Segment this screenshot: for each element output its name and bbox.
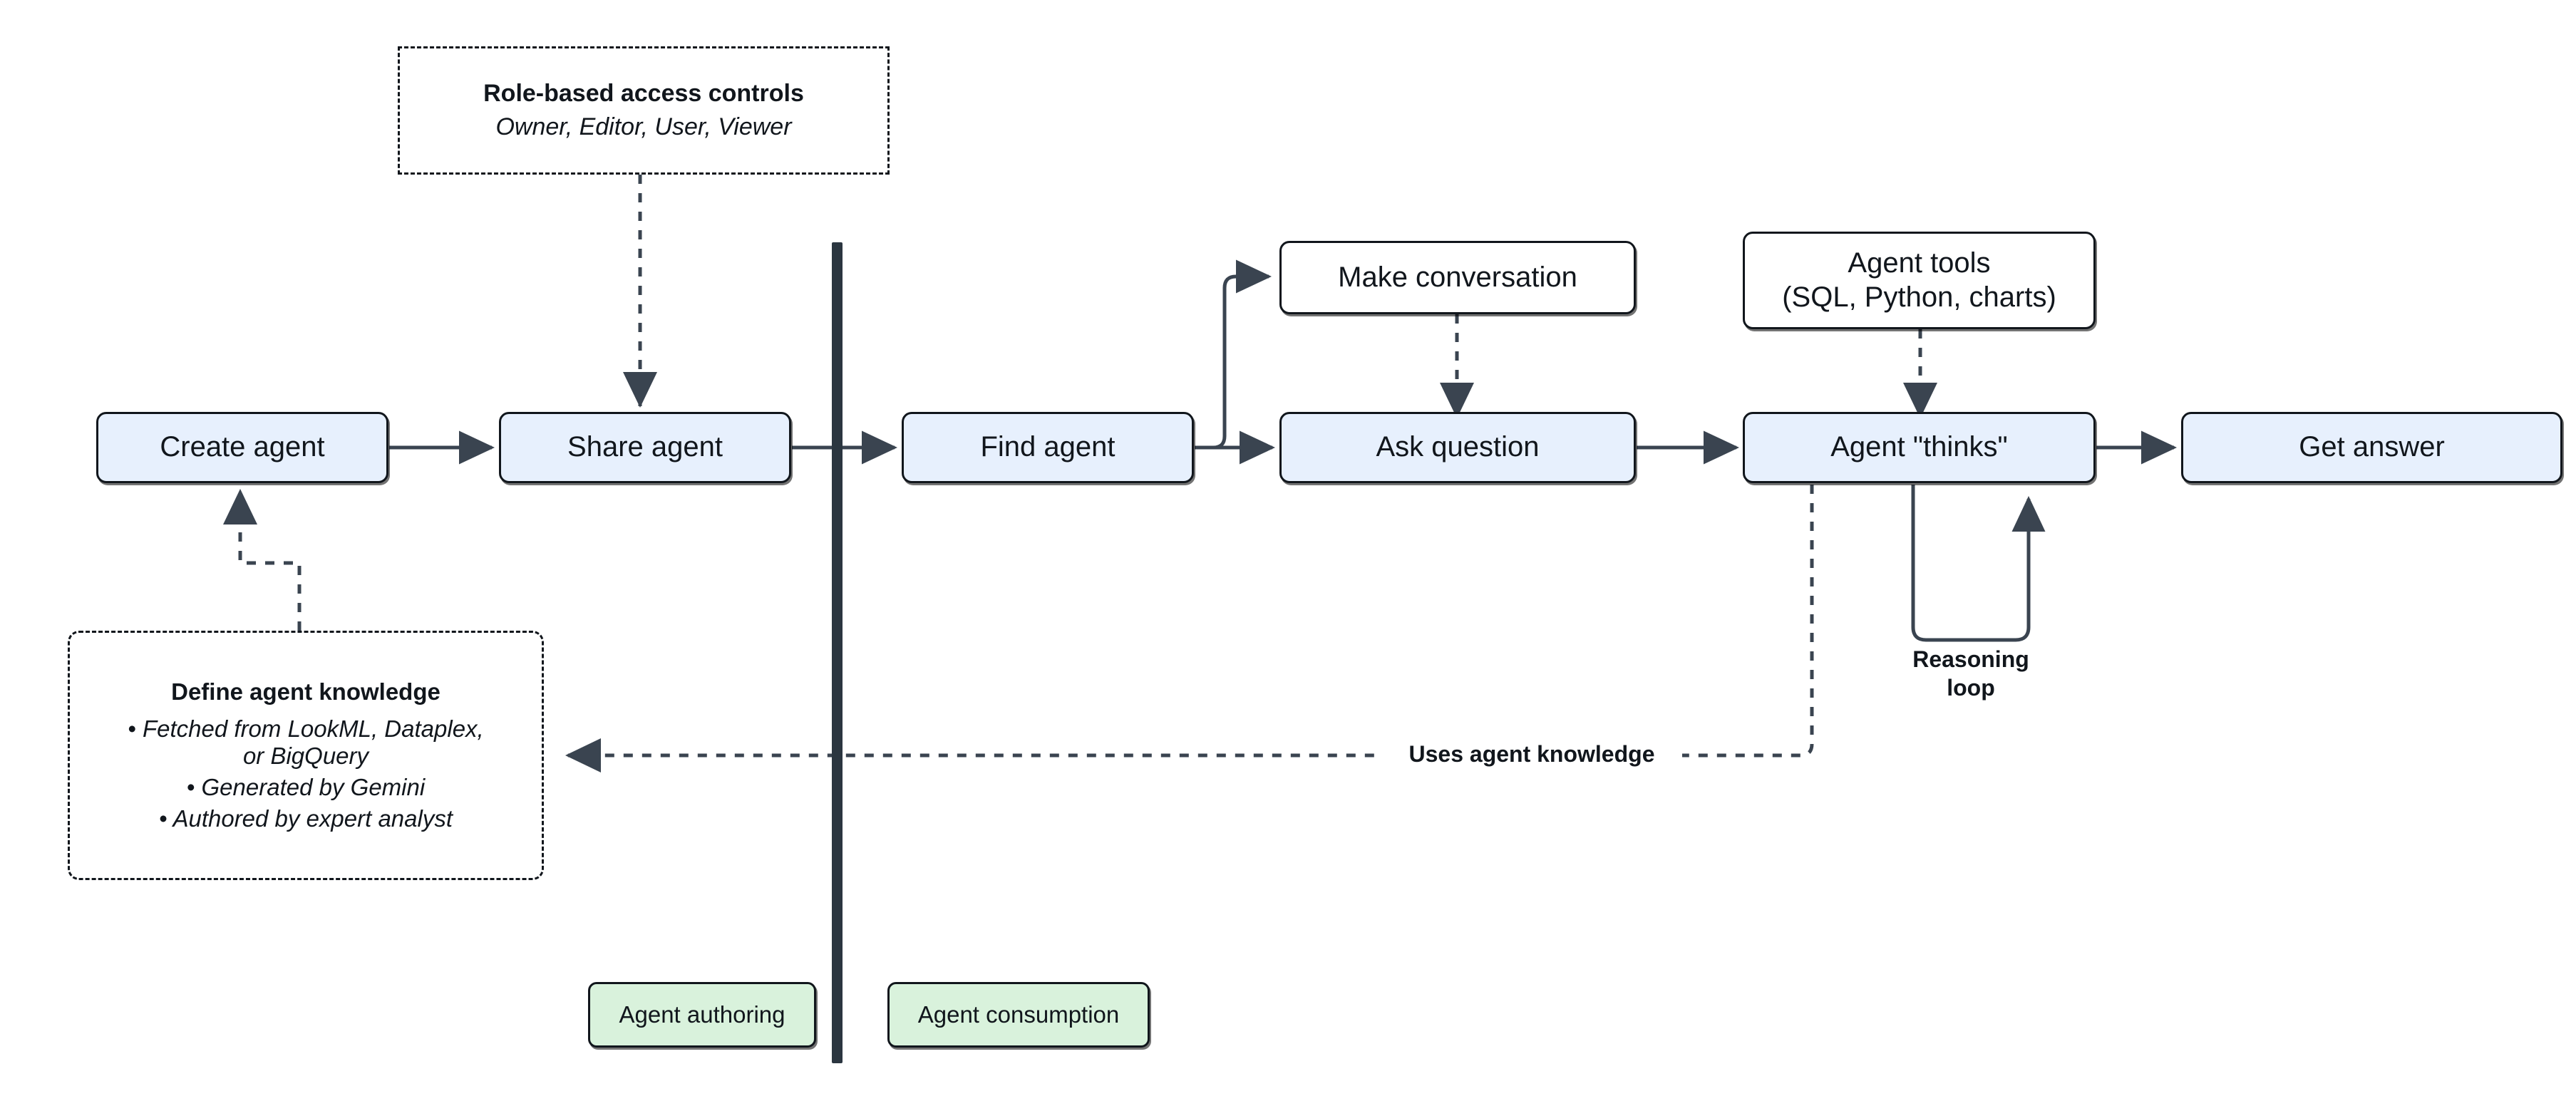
- node-get-answer[interactable]: Get answer: [2181, 412, 2562, 483]
- edge-reasoning-loop: [1911, 485, 2046, 642]
- rbac-annotation-box: Role-based access controls Owner, Editor…: [398, 46, 890, 175]
- node-make-conversation-label: Make conversation: [1338, 261, 1577, 293]
- knowledge-bullet-1: • Fetched from LookML, Dataplex,: [128, 715, 484, 742]
- node-agent-tools[interactable]: Agent tools (SQL, Python, charts): [1743, 232, 2096, 329]
- node-ask-question[interactable]: Ask question: [1279, 412, 1636, 483]
- knowledge-bullet-3: • Authored by expert analyst: [158, 805, 453, 832]
- node-get-answer-label: Get answer: [2299, 431, 2445, 463]
- node-agent-tools-label-line2: (SQL, Python, charts): [1782, 281, 2056, 313]
- node-create-agent-label: Create agent: [160, 431, 325, 463]
- phase-chip-agent-authoring-label: Agent authoring: [619, 1001, 785, 1028]
- node-ask-question-label: Ask question: [1376, 431, 1540, 463]
- node-find-agent-label: Find agent: [980, 431, 1116, 463]
- rbac-subtitle: Owner, Editor, User, Viewer: [495, 113, 792, 140]
- node-share-agent[interactable]: Share agent: [499, 412, 791, 483]
- node-find-agent[interactable]: Find agent: [902, 412, 1194, 483]
- reasoning-loop-label: Reasoning loop: [1885, 645, 2056, 702]
- uses-agent-knowledge-label: Uses agent knowledge: [1381, 738, 1682, 770]
- phase-chip-agent-consumption-label: Agent consumption: [917, 1001, 1120, 1028]
- reasoning-loop-label-line1: Reasoning: [1912, 646, 2029, 672]
- reasoning-loop-label-line2: loop: [1947, 675, 1995, 701]
- node-agent-tools-label-line1: Agent tools: [1848, 247, 1991, 279]
- knowledge-bullet-1-cont: or BigQuery: [242, 743, 369, 769]
- node-create-agent[interactable]: Create agent: [96, 412, 388, 483]
- edge-uses-agent-knowledge: [565, 485, 1814, 772]
- node-agent-thinks-label: Agent "thinks": [1830, 431, 2008, 463]
- phase-chip-agent-authoring[interactable]: Agent authoring: [588, 982, 816, 1048]
- edge-find-to-make-conversation: [1195, 259, 1272, 450]
- phase-chip-agent-consumption[interactable]: Agent consumption: [887, 982, 1150, 1048]
- node-share-agent-label: Share agent: [567, 431, 723, 463]
- node-make-conversation[interactable]: Make conversation: [1279, 241, 1636, 314]
- rbac-title: Role-based access controls: [483, 80, 804, 107]
- define-agent-knowledge-box: Define agent knowledge • Fetched from Lo…: [68, 631, 544, 880]
- knowledge-title: Define agent knowledge: [171, 678, 441, 705]
- node-agent-thinks[interactable]: Agent "thinks": [1743, 412, 2096, 483]
- edge-knowledge-to-create: [223, 489, 302, 631]
- phase-divider: [832, 242, 843, 1063]
- knowledge-bullet-2: • Generated by Gemini: [186, 774, 426, 800]
